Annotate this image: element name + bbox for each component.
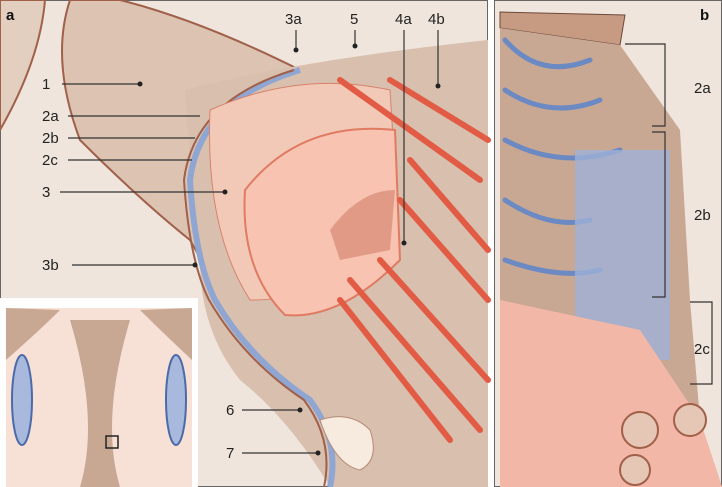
label-5: 5 xyxy=(350,11,358,28)
label-4b: 4b xyxy=(428,11,445,28)
left-structure xyxy=(0,0,47,133)
panel-b: b 2a 2b 2c xyxy=(494,0,722,487)
label-3a: 3a xyxy=(285,11,302,28)
label-3b: 3b xyxy=(42,257,59,274)
label-7: 7 xyxy=(226,445,234,462)
inset-overview xyxy=(0,298,198,487)
label-2b: 2b xyxy=(42,130,59,147)
label-2c: 2c xyxy=(42,152,58,169)
label-4a: 4a xyxy=(395,11,412,28)
label-b-2b: 2b xyxy=(694,207,711,224)
panel-a-label: a xyxy=(6,7,15,24)
label-b-2a: 2a xyxy=(694,80,711,97)
label-6: 6 xyxy=(226,402,234,419)
panel-b-label: b xyxy=(700,7,709,24)
cartilage-plates xyxy=(243,127,402,317)
muscle-fibers-4a xyxy=(337,77,491,443)
label-3: 3 xyxy=(42,184,50,201)
label-2a: 2a xyxy=(42,108,59,125)
label-1: 1 xyxy=(42,76,50,93)
pink-fiber-layer xyxy=(500,300,722,487)
inset-focus-box xyxy=(105,435,119,449)
gland-7 xyxy=(319,416,374,471)
label-b-2c: 2c xyxy=(694,341,710,358)
panel-a: a 1 2a 2b 2c 3 3b 3a 5 4a 4b 6 7 xyxy=(0,0,491,487)
